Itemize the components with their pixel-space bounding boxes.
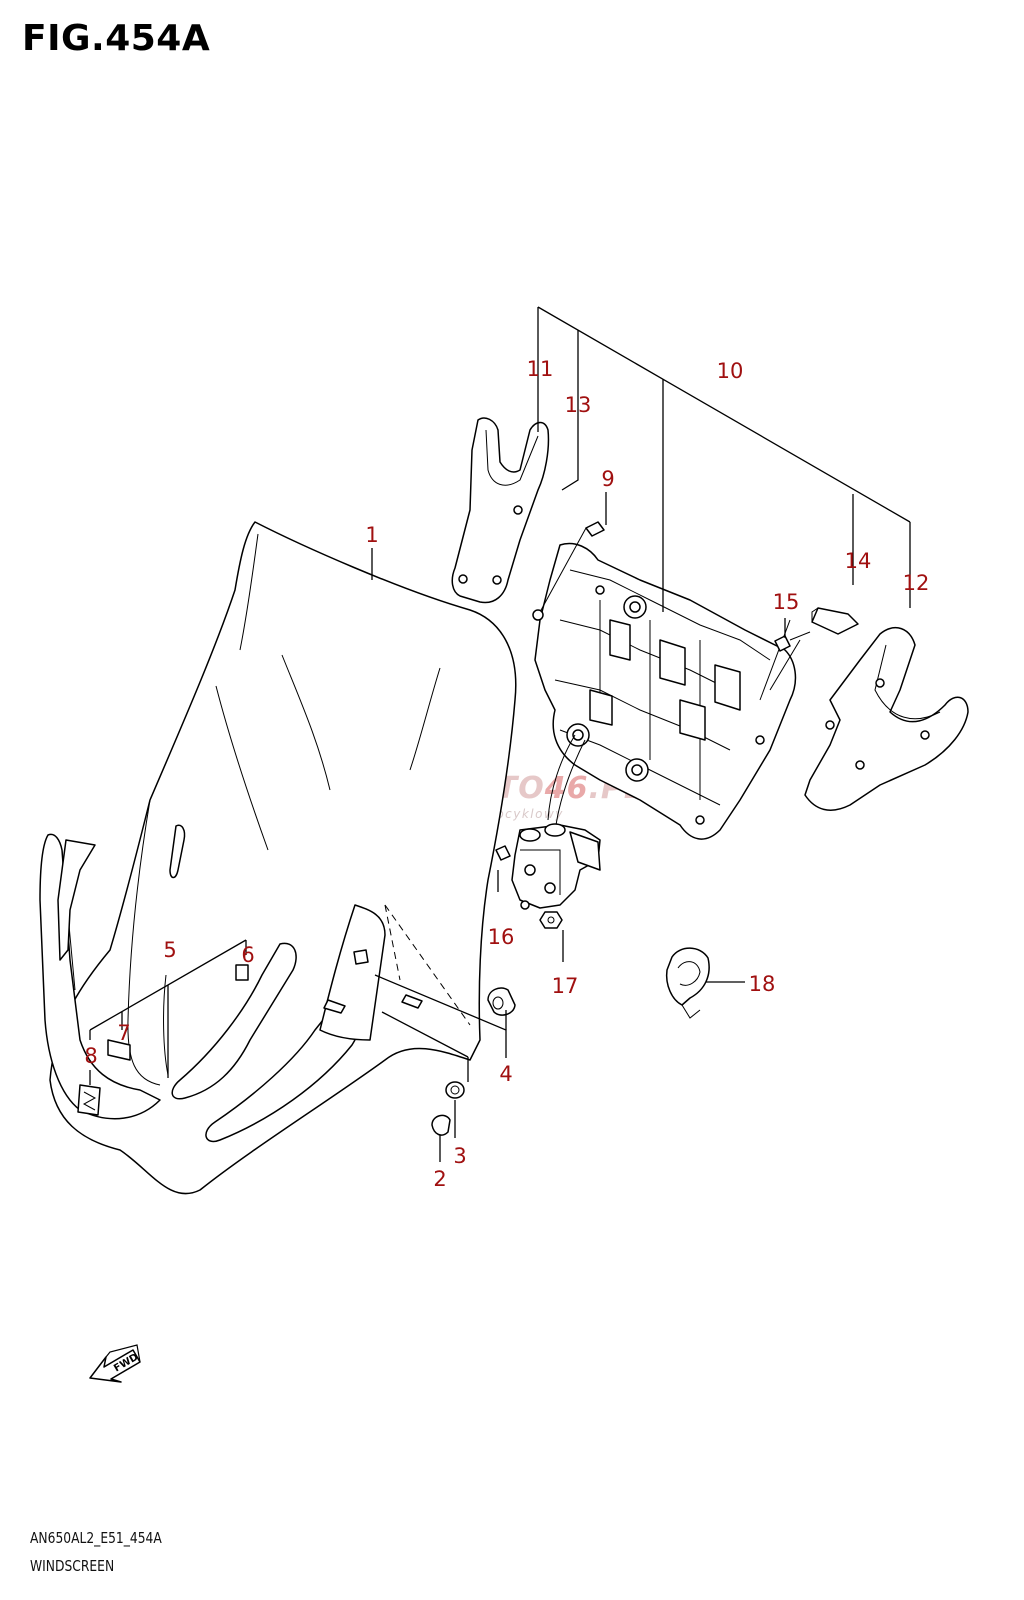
grommet-part-4: [487, 987, 516, 1016]
callout-14: 14: [845, 549, 872, 573]
watermark-brand-b: 46: [544, 771, 589, 806]
windscreen-part: [39, 521, 517, 1195]
clamp-part-18: [665, 947, 710, 1019]
callout-12: 12: [903, 571, 930, 595]
nut-part-17: [539, 911, 563, 929]
callout-1: 1: [365, 523, 378, 547]
callout-4: 4: [499, 1062, 512, 1086]
model-code: AN650AL2_E51_454A: [30, 1529, 162, 1547]
bolt-part-2: [431, 1114, 451, 1136]
washer-part-3: [445, 1081, 465, 1099]
screw-part-9: [532, 521, 605, 621]
bracket-part-11: [451, 417, 550, 604]
callout-9: 9: [601, 467, 614, 491]
forward-arrow-icon: FWD: [89, 1344, 141, 1383]
callout-3: 3: [453, 1144, 466, 1168]
pad-part-14: [811, 607, 859, 635]
section-name: WINDSCREEN: [30, 1557, 115, 1575]
callout-6: 6: [241, 943, 254, 967]
clip-part-6: [235, 964, 249, 981]
callout-5: 5: [163, 938, 176, 962]
pad-part-7: [107, 1039, 131, 1061]
callout-8: 8: [84, 1044, 97, 1068]
callout-10: 10: [717, 359, 744, 383]
figure-title: FIG.454A: [22, 18, 211, 59]
motor-part: [511, 823, 601, 910]
screw-part-15: [774, 631, 811, 652]
callout-18: 18: [749, 972, 776, 996]
callout-7: 7: [117, 1021, 130, 1045]
cover-part-12: [804, 626, 969, 811]
callout-15: 15: [773, 590, 800, 614]
actuator-assembly-part-10: [534, 542, 801, 840]
callout-17: 17: [552, 974, 579, 998]
emblem-part: [77, 1084, 101, 1116]
leader-lines: [89, 306, 911, 1162]
callout-11: 11: [527, 357, 554, 381]
callout-13: 13: [565, 393, 592, 417]
callout-16: 16: [488, 925, 515, 949]
callout-2: 2: [433, 1167, 446, 1191]
callouts: 1 2 3 4 5 6 7 8 9 10 11 12 13 14 15 16 1…: [84, 357, 929, 1191]
screw-part-16: [495, 845, 511, 861]
